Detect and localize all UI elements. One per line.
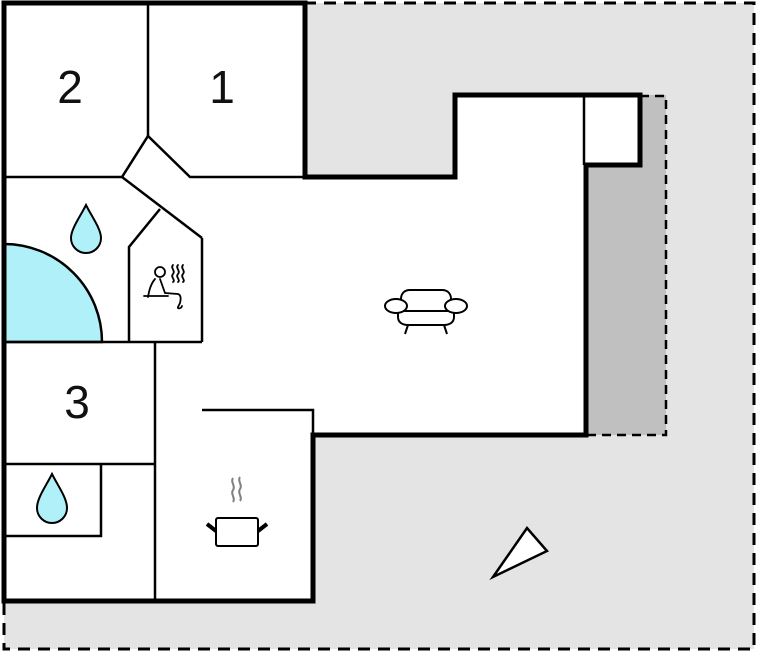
room-label-3: 3 [64, 376, 90, 428]
cooking-pot-icon [205, 476, 269, 547]
terrace-boundary [586, 94, 668, 437]
pool-icon [2, 242, 104, 344]
sauna-icon [143, 264, 185, 310]
room-label-2: 2 [57, 61, 83, 113]
sofa-icon [384, 289, 468, 335]
room-label-1: 1 [209, 61, 235, 113]
water-drop-icon [35, 471, 69, 524]
water-drop-icon [69, 202, 103, 254]
interior-walls [4, 3, 586, 601]
north-arrow-icon [489, 525, 550, 581]
house-interior [4, 3, 640, 601]
exterior-walls [1, 0, 643, 604]
